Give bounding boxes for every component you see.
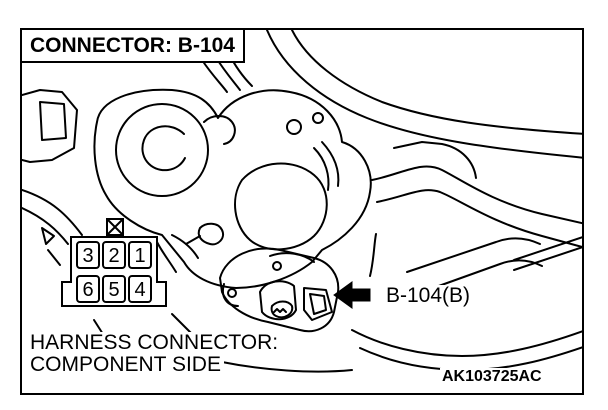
pin-6-label: 6 <box>82 279 93 301</box>
left-hose <box>22 189 83 245</box>
flange-screw-2 <box>272 261 282 271</box>
lower-right-hose <box>351 329 582 357</box>
left-clip <box>41 227 55 245</box>
right-brace-lower <box>421 259 543 293</box>
pin-1-label: 1 <box>134 245 145 267</box>
pin-6-cell <box>76 275 100 303</box>
pin-2-label: 2 <box>108 245 119 267</box>
connector-leader-line <box>47 249 61 266</box>
pin-5-cell <box>102 275 126 303</box>
pin-4-label: 4 <box>134 279 145 301</box>
figure-code: AK103725AC <box>440 368 544 386</box>
connector-socket-inner <box>309 293 327 315</box>
flange-screw-1 <box>227 288 237 298</box>
throttle-boss <box>203 115 236 145</box>
engine-illustration: 3 2 1 6 5 4 <box>22 30 582 373</box>
right-pipe-upper <box>371 165 582 225</box>
pin-2-cell <box>102 241 126 269</box>
component-callout-label: B-104(B) <box>384 284 473 307</box>
left-bracket <box>22 89 78 163</box>
right-pipe-lower <box>376 189 582 248</box>
connector-face <box>61 218 167 307</box>
harness-label-line-1: HARNESS CONNECTOR: <box>30 332 282 354</box>
right-brace-upper <box>406 237 541 273</box>
pin-4-cell <box>128 275 152 303</box>
throttle-rib <box>313 141 340 191</box>
bottom-line <box>221 361 353 373</box>
throttle-face <box>234 162 328 251</box>
throttle-body-outline <box>93 88 372 289</box>
throttle-bore-outer <box>115 103 209 197</box>
connector-housing <box>61 236 167 307</box>
harness-label-line-2: COMPONENT SIDE <box>30 354 224 376</box>
connector-title: CONNECTOR: B-104 <box>22 30 245 63</box>
right-duct <box>393 141 477 179</box>
pin-1-cell <box>128 241 152 269</box>
pin-5-label: 5 <box>108 279 119 301</box>
left-bracket-tab <box>39 101 67 141</box>
pin-3-label: 3 <box>82 245 93 267</box>
upper-hose-edge <box>291 30 582 135</box>
connector-lock-tab <box>106 218 124 236</box>
pin-3-cell <box>76 241 100 269</box>
component-spring <box>273 308 287 313</box>
upper-hose <box>266 30 582 159</box>
component-cylinder-end <box>270 300 294 319</box>
diagram-frame: 3 2 1 6 5 4 CONNECTOR: B-104 B-104(B) HA… <box>20 28 584 395</box>
mount-bolt-2 <box>312 112 324 124</box>
connector-socket <box>303 287 333 321</box>
small-sensor <box>197 222 224 246</box>
callout-arrow <box>333 281 371 309</box>
mount-bolt-1 <box>286 119 302 135</box>
harness-connector-label: HARNESS CONNECTOR: COMPONENT SIDE <box>30 332 330 376</box>
small-sensor-lead <box>185 235 201 245</box>
component-flange <box>222 252 315 307</box>
lock-tab-cross <box>106 218 124 236</box>
callout-leader-line <box>369 233 377 277</box>
lower-right-hose-edge <box>359 346 582 371</box>
component-body <box>219 247 340 333</box>
right-rod <box>513 236 582 271</box>
throttle-bore-inner <box>141 125 186 172</box>
component-cylinder <box>259 280 297 321</box>
